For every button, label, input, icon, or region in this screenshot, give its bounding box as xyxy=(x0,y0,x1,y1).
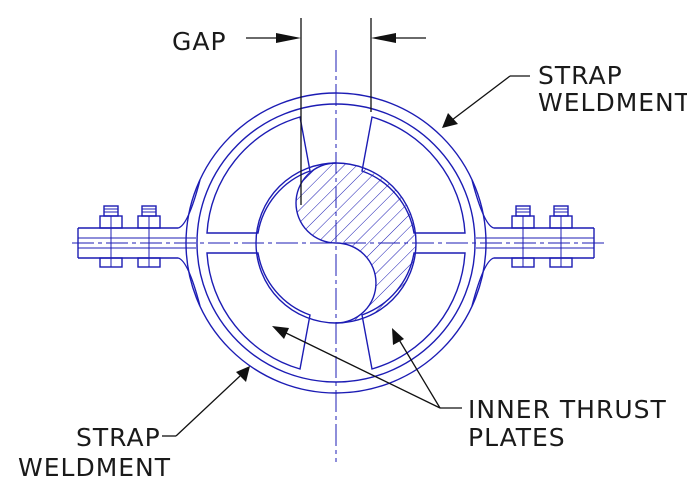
gap-label: GAP xyxy=(172,27,227,56)
strap-top-label-line1: STRAP xyxy=(538,61,623,90)
bolt-right-1 xyxy=(511,205,535,268)
strap-bottom-label-line1: STRAP xyxy=(76,423,161,452)
inner-plates-label-line1: INNER THRUST xyxy=(468,395,667,424)
inner-plates-label-line2: PLATES xyxy=(468,423,566,452)
bolt-left-2 xyxy=(137,205,161,268)
strap-weldment xyxy=(77,92,595,394)
bolt-right-2 xyxy=(549,205,573,268)
gap-dimension xyxy=(246,18,426,205)
bolt-left-1 xyxy=(99,205,123,268)
strap-bottom-label-line2: WELDMENT xyxy=(18,453,171,482)
leader-strap-top xyxy=(442,75,530,128)
leader-inner-plates xyxy=(272,326,462,409)
leader-strap-bottom xyxy=(162,366,250,437)
inner-thrust-plates xyxy=(206,116,466,370)
strap-top-label-line2: WELDMENT xyxy=(538,88,687,117)
pipe-section xyxy=(255,162,417,324)
